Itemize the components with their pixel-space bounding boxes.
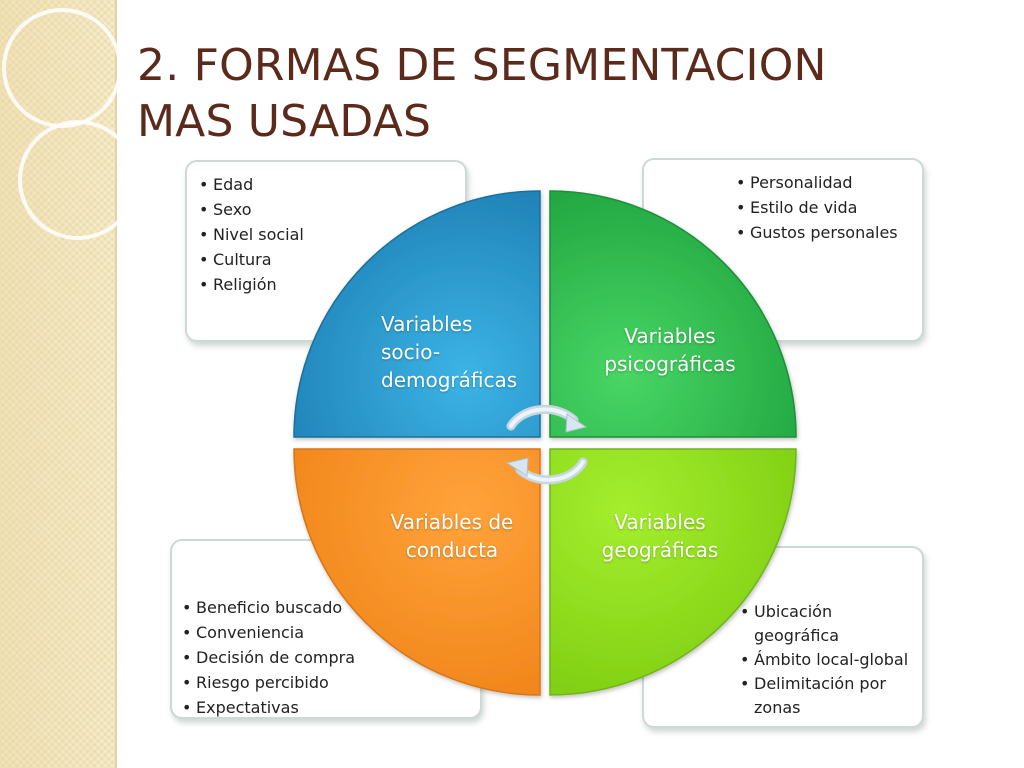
label-line: demográficas bbox=[381, 368, 518, 392]
label-line: psicográficas bbox=[604, 352, 736, 376]
quadrant-label-geographic: Variables geográficas bbox=[560, 508, 760, 564]
list-item: Edad bbox=[199, 172, 465, 197]
list-item: Religión bbox=[199, 272, 465, 297]
quadrant-geographic bbox=[549, 448, 797, 696]
label-line: Variables de bbox=[390, 510, 514, 534]
list-item: Personalidad bbox=[736, 170, 922, 195]
quadrant-label-socio-demographic: Variables socio- demográficas bbox=[381, 310, 531, 394]
quadrant-label-behavioral: Variables de conducta bbox=[372, 508, 532, 564]
title-line-2: MAS USADAS bbox=[137, 96, 432, 147]
list-item: Ámbito local-global bbox=[740, 648, 922, 672]
title-line-1: 2. FORMAS DE SEGMENTACION bbox=[137, 40, 827, 91]
quadrant-label-psychographic: Variables psicográficas bbox=[560, 322, 780, 378]
list-item: Delimitación por zonas bbox=[740, 672, 904, 720]
list-item: Conveniencia bbox=[182, 620, 480, 645]
circular-arrows-icon bbox=[505, 404, 588, 485]
list-item: Riesgo percibido bbox=[182, 670, 480, 695]
list-item: Decisión de compra bbox=[182, 645, 480, 670]
list-item: Gustos personales bbox=[736, 220, 922, 245]
list-item: Expectativas bbox=[182, 695, 480, 720]
label-line: Variables bbox=[624, 324, 716, 348]
label-line: Variables bbox=[614, 510, 706, 534]
list-item: Sexo bbox=[199, 197, 465, 222]
label-line: Variables bbox=[381, 312, 473, 336]
label-line: socio- bbox=[381, 340, 441, 364]
label-line: conducta bbox=[405, 538, 499, 562]
quadrant-socio-demographic bbox=[293, 190, 541, 438]
list-item: Beneficio buscado bbox=[182, 595, 480, 620]
quadrant-behavioral bbox=[293, 448, 541, 696]
quadrant-psychographic bbox=[549, 190, 797, 438]
page-title: 2. FORMAS DE SEGMENTACION MAS USADAS bbox=[137, 38, 997, 150]
list-item: Nivel social bbox=[199, 222, 465, 247]
list-item: Cultura bbox=[199, 247, 465, 272]
list-item: Estilo de vida bbox=[736, 195, 922, 220]
list-item: Ubicación geográfica bbox=[740, 600, 874, 648]
label-line: geográficas bbox=[601, 538, 719, 562]
